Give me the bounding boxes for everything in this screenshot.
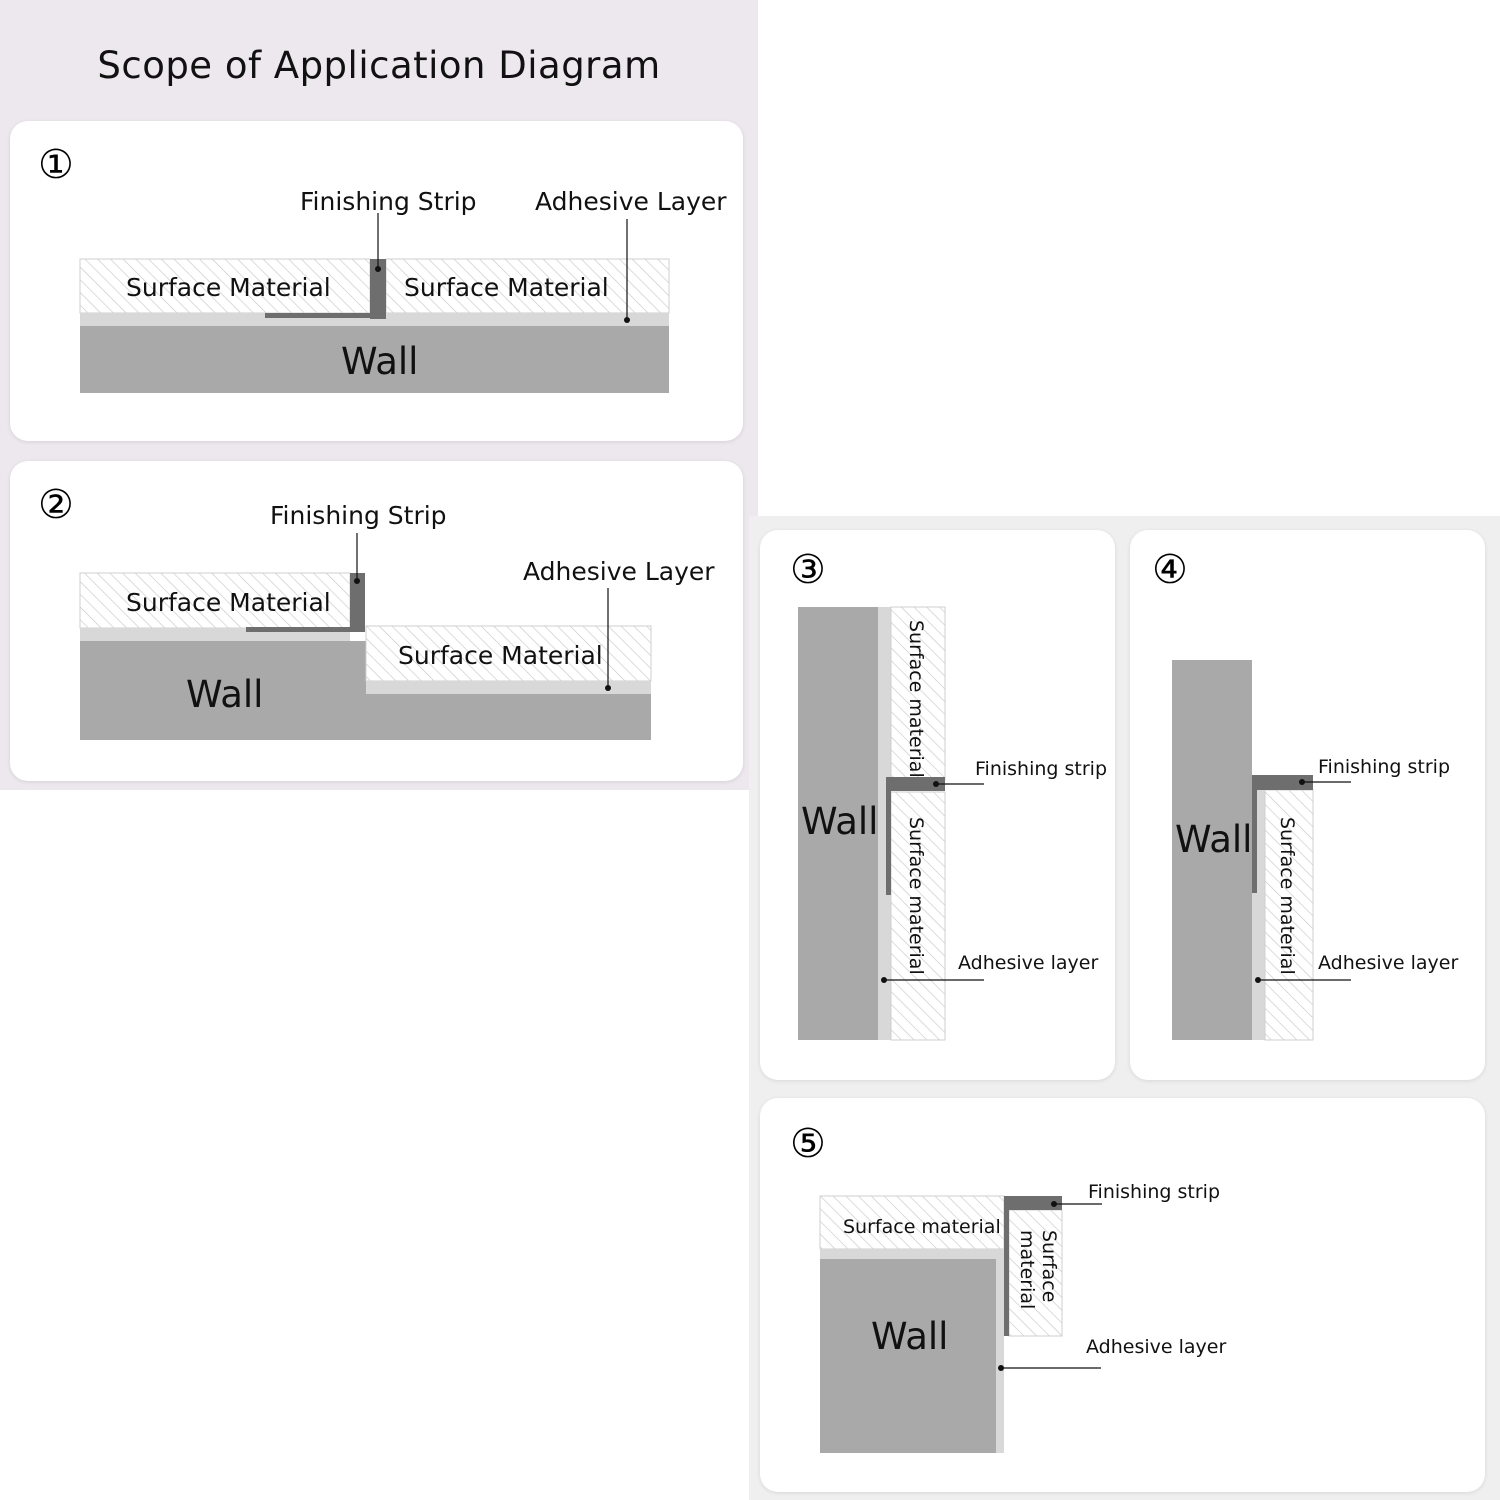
page-title: Scope of Application Diagram xyxy=(97,44,661,87)
diagram-number: ④ xyxy=(1152,547,1188,593)
wall-label: Wall xyxy=(1175,818,1253,861)
adhesive-leader-dot xyxy=(1255,977,1261,983)
finishing-strip-flange xyxy=(265,313,386,318)
surface-material-bottom xyxy=(890,791,946,1041)
finishing-leader-dot xyxy=(1299,779,1305,785)
adhesive-layer-label: Adhesive layer xyxy=(958,952,1099,974)
finishing-leader-dot xyxy=(354,578,360,584)
finishing-strip-vertical xyxy=(1252,775,1257,893)
surface-material-lower xyxy=(365,625,652,682)
adhesive-layer xyxy=(80,313,669,326)
diagram-card-5: ⑤ Surface material Surface material Fini… xyxy=(760,1098,1485,1492)
adhesive-layer-label: Adhesive Layer xyxy=(523,557,715,586)
surface-material-top-label: Surface material xyxy=(905,620,927,778)
diagram-card-1: ① Finishing Strip Adhesive Layer Surface… xyxy=(10,121,743,441)
inside-transition-figure xyxy=(798,606,984,1041)
adhesive-layer-label: Adhesive layer xyxy=(1086,1336,1227,1358)
finishing-strip-label: Finishing strip xyxy=(975,758,1108,780)
finishing-strip-vertical xyxy=(886,777,891,895)
diagram-number: ② xyxy=(38,482,74,528)
diagram-number: ③ xyxy=(790,547,826,593)
wall-label: Wall xyxy=(801,800,879,843)
finishing-strip-label: Finishing strip xyxy=(1088,1181,1221,1203)
finishing-strip-label: Finishing Strip xyxy=(270,501,447,530)
finishing-strip-flange xyxy=(246,627,365,632)
step-joint-figure xyxy=(79,533,652,740)
wall-block xyxy=(80,326,669,393)
finishing-strip-horizontal xyxy=(886,777,945,791)
adhesive-leader-dot xyxy=(998,1365,1004,1371)
adhesive-layer xyxy=(878,607,891,1040)
diagram-card-2: ② Finishing Strip Adhesive Layer Surface… xyxy=(10,461,743,781)
surface-material-top xyxy=(890,606,946,781)
diagram-number: ⑤ xyxy=(790,1121,826,1167)
finishing-strip-label: Finishing Strip xyxy=(300,187,477,216)
surface-material-top-label: Surface material xyxy=(843,1216,1001,1238)
finishing-leader-dot xyxy=(375,266,381,272)
wall-block xyxy=(820,1259,996,1453)
finishing-strip-horizontal xyxy=(1004,1196,1062,1210)
outside-corner-figure xyxy=(819,1195,1102,1453)
finishing-strip-horizontal xyxy=(1252,775,1313,790)
adhesive-layer-label: Adhesive layer xyxy=(1318,952,1459,974)
surface-material-label: Surface material xyxy=(1276,817,1298,975)
wall-label: Wall xyxy=(341,340,419,383)
surface-material-top xyxy=(819,1195,1005,1250)
wall-label: Wall xyxy=(186,673,264,716)
wall-block xyxy=(1172,660,1252,1040)
flat-joint-figure xyxy=(79,213,670,393)
adhesive-leader-dot xyxy=(624,317,630,323)
finishing-strip-label: Finishing strip xyxy=(1318,756,1451,778)
diagram-card-4: ④ Surface material Finishing strip Adhes… xyxy=(1130,530,1485,1080)
surface-material-upper-label: Surface Material xyxy=(126,588,331,617)
adhesive-layer-lower xyxy=(366,681,651,694)
adhesive-layer-label: Adhesive Layer xyxy=(535,187,727,216)
surface-material-left-label: Surface Material xyxy=(126,273,331,302)
finishing-strip-vertical xyxy=(350,573,365,631)
adhesive-leader-dot xyxy=(605,685,611,691)
diagram-number: ① xyxy=(38,142,74,188)
adhesive-layer-side xyxy=(996,1259,1004,1453)
surface-material-upper xyxy=(79,572,351,629)
diagram-card-3: ③ Surface material Surface material Fini… xyxy=(760,530,1115,1080)
adhesive-layer-top xyxy=(820,1249,1004,1259)
finishing-leader-dot xyxy=(933,781,939,787)
wall-block xyxy=(80,641,651,740)
finishing-leader-dot xyxy=(1051,1201,1057,1207)
surface-material-bottom-label: Surface material xyxy=(905,817,927,975)
edge-trim-figure xyxy=(1172,660,1351,1041)
surface-material-side-label: Surface material xyxy=(1016,1230,1060,1310)
adhesive-leader-dot xyxy=(881,977,887,983)
wall-label: Wall xyxy=(871,1315,949,1358)
surface-material xyxy=(1264,789,1314,1041)
surface-material-lower-label: Surface Material xyxy=(398,641,603,670)
finishing-strip-vertical xyxy=(1004,1196,1009,1336)
wall-block xyxy=(798,607,878,1040)
surface-material-right-label: Surface Material xyxy=(404,273,609,302)
finishing-strip-vertical xyxy=(370,259,386,319)
